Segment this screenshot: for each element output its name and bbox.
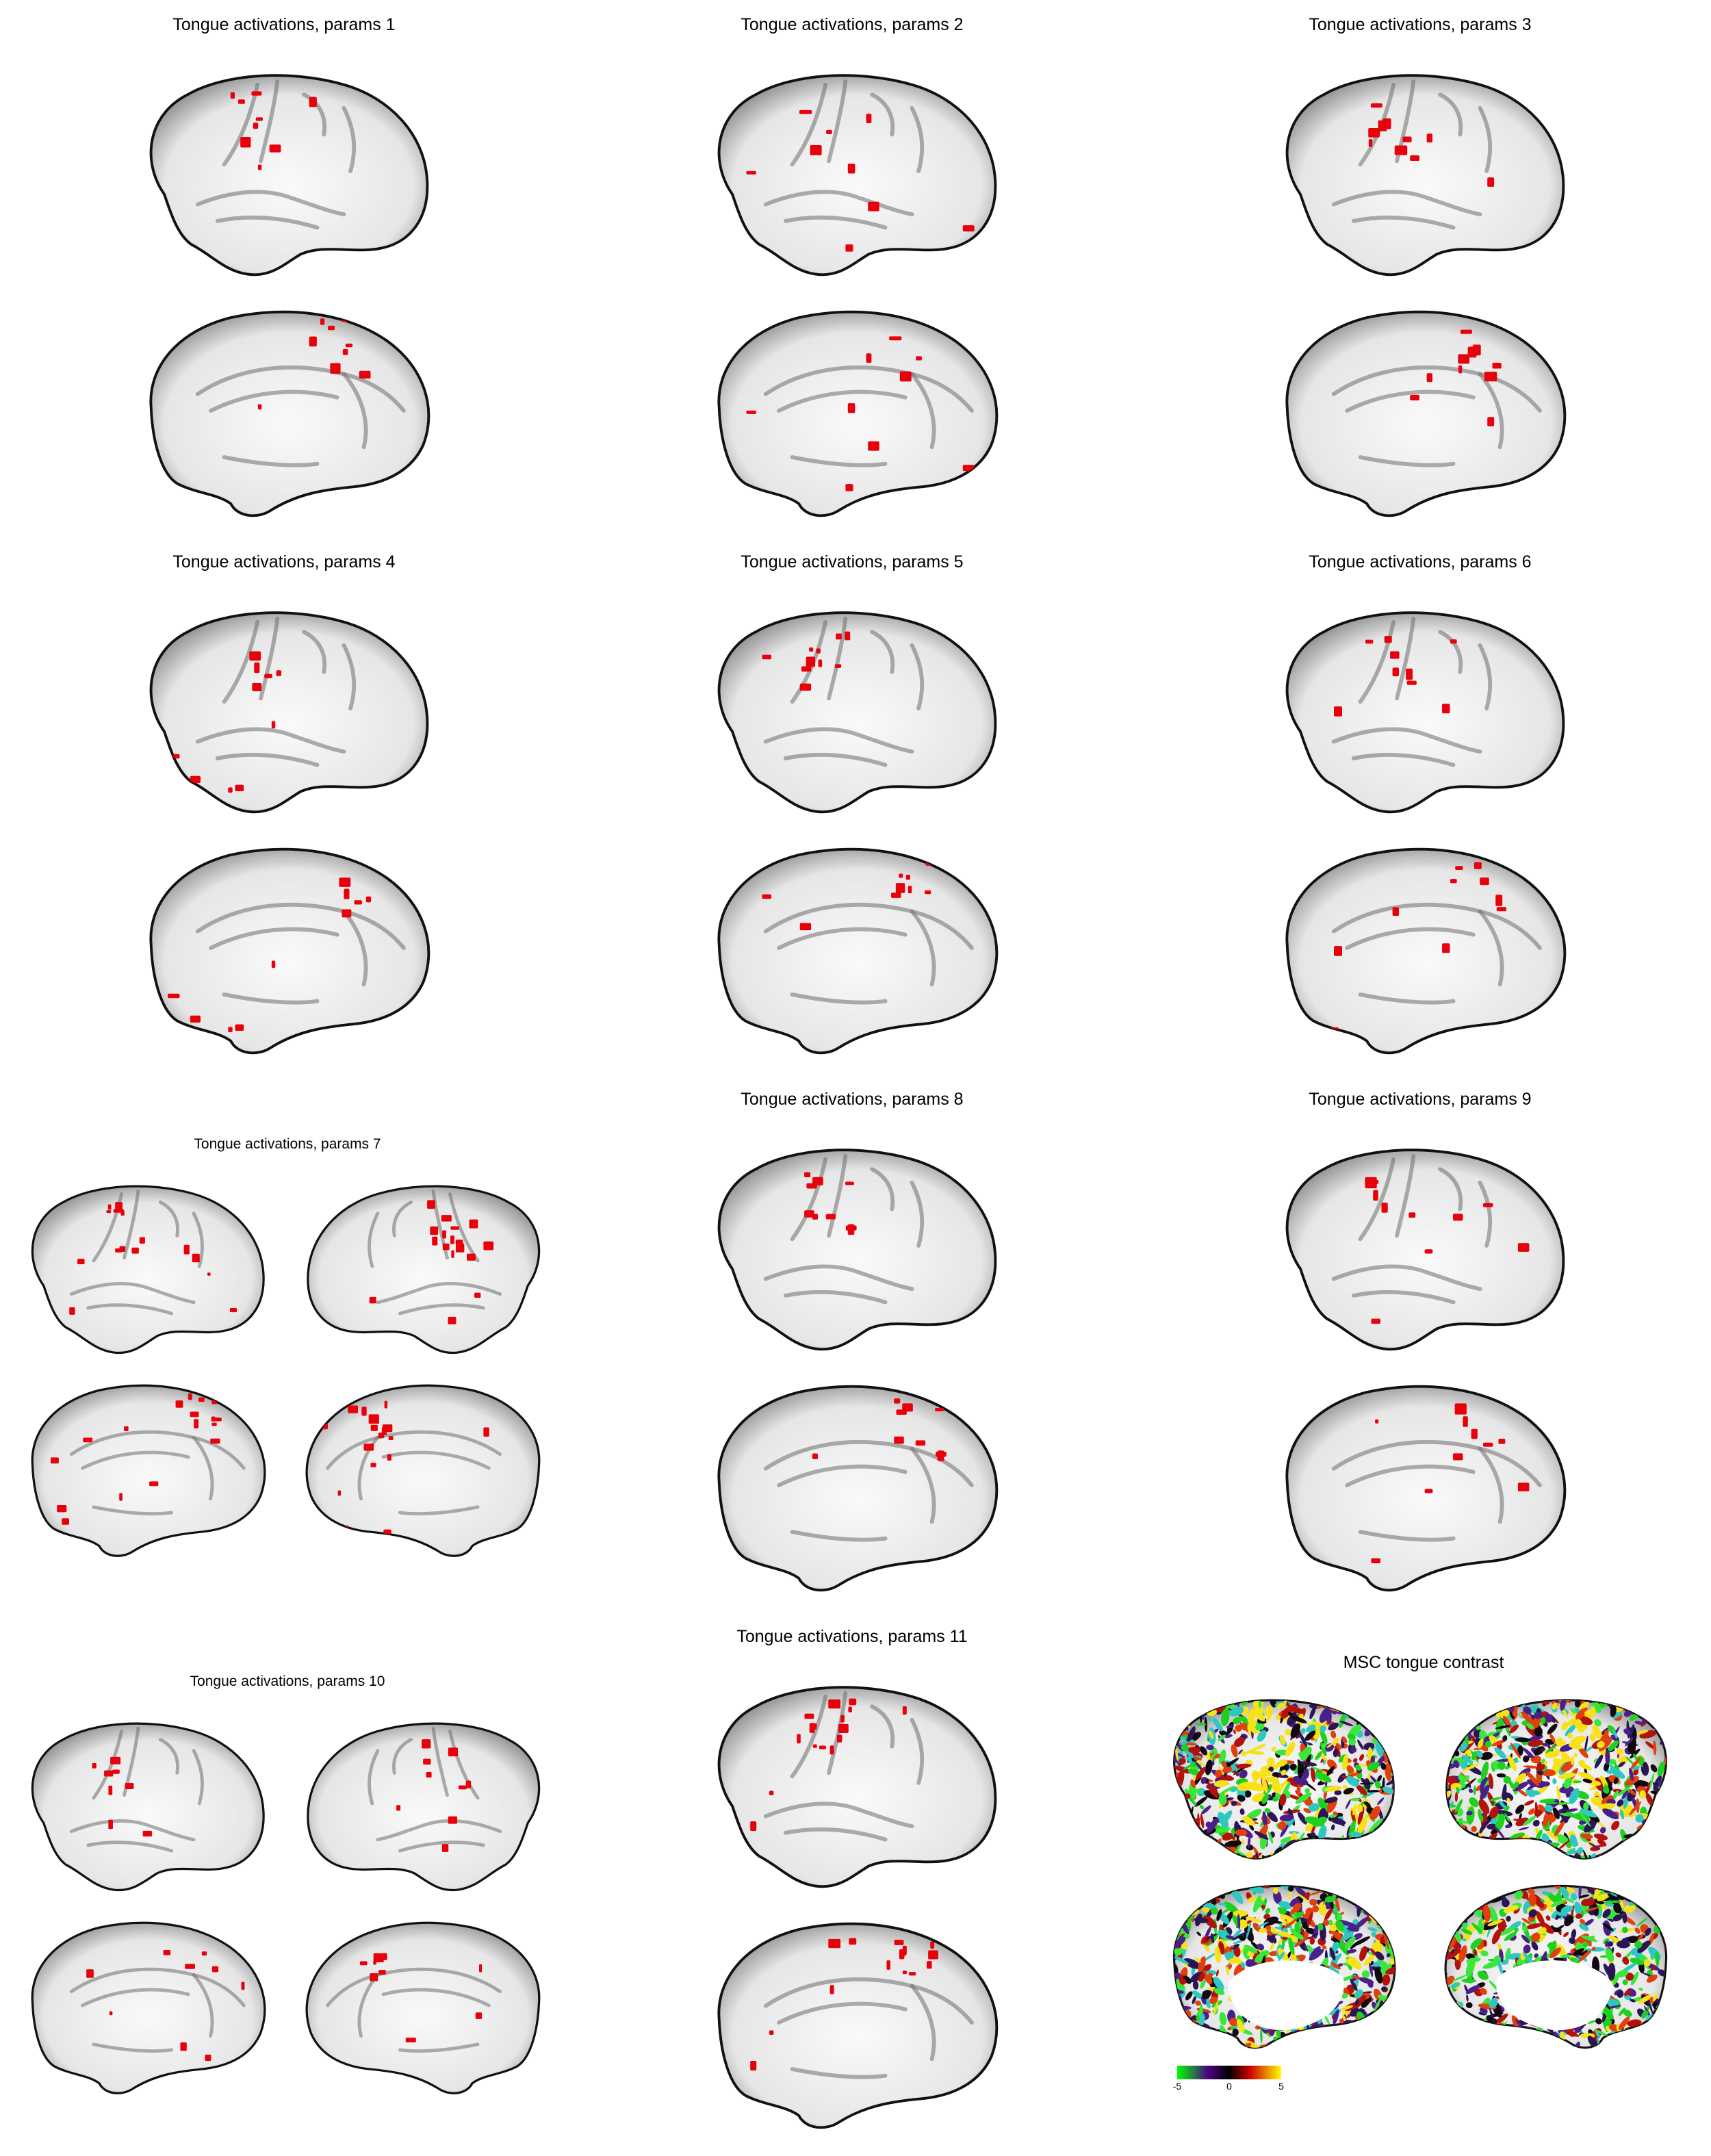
right-lateral-brain-view [307, 1722, 541, 1892]
left-medial-brain-view [31, 1921, 266, 2094]
lateral-brain-view [1285, 611, 1565, 814]
medial-brain-view [1285, 1385, 1567, 1592]
medial-brain-view [717, 847, 999, 1055]
panel-params-1: Tongue activations, params 1 [116, 0, 452, 541]
medial-brain-view [1285, 847, 1567, 1055]
panel-title: Tongue activations, params 7 [194, 1136, 381, 1152]
panel-title: MSC tongue contrast [1343, 1653, 1504, 1672]
left-lateral-brain-view [31, 1722, 265, 1892]
panel-title: Tongue activations, params 11 [736, 1627, 968, 1646]
panel-params-3: Tongue activations, params 3 [1252, 0, 1588, 541]
panel-params-7: Tongue activations, params 7 [7, 1075, 568, 1615]
panel-params-8: Tongue activations, params 8 [684, 1075, 1020, 1615]
medial-brain-view [717, 310, 999, 517]
panel-params-11: Tongue activations, params 11 [684, 1612, 1020, 2153]
colorbar-tick-min: -5 [1172, 2081, 1182, 2092]
panel-title: Tongue activations, params 8 [741, 1090, 964, 1109]
panel-title: Tongue activations, params 6 [1309, 552, 1532, 572]
lateral-brain-view [717, 1148, 997, 1351]
panel-title: Tongue activations, params 1 [172, 15, 396, 34]
colorbar-tick-max: 5 [1278, 2081, 1284, 2092]
panel-params-2: Tongue activations, params 2 [684, 0, 1020, 541]
msc-left-lateral-view [1173, 1699, 1395, 1860]
lateral-brain-view [1285, 1148, 1565, 1351]
lateral-brain-view [149, 74, 429, 277]
lateral-brain-view [149, 611, 429, 814]
lateral-brain-view [717, 1686, 997, 1888]
colorbar-tick-zero: 0 [1226, 2081, 1232, 2092]
panel-params-4: Tongue activations, params 4 [116, 537, 452, 1078]
lateral-brain-view [1285, 74, 1565, 277]
panel-title: Tongue activations, params 5 [741, 552, 964, 572]
panel-params-10: Tongue activations, params 10 [7, 1612, 568, 2153]
panel-title: Tongue activations, params 10 [190, 1673, 385, 1689]
lateral-brain-view [717, 611, 997, 814]
panel-msc-tongue-contrast: MSC tongue contrast -5 0 5 [1143, 1612, 1704, 2153]
msc-right-lateral-view [1445, 1699, 1667, 1860]
right-medial-brain-view [305, 1921, 541, 2094]
panel-params-9: Tongue activations, params 9 [1252, 1075, 1588, 1615]
panel-title: Tongue activations, params 3 [1309, 15, 1532, 34]
right-medial-brain-view [305, 1384, 541, 1557]
panel-title: Tongue activations, params 9 [1309, 1090, 1532, 1109]
lateral-brain-view [717, 74, 997, 277]
msc-left-medial-view [1172, 1884, 1396, 2049]
medial-brain-view [717, 1385, 999, 1592]
medial-brain-view [149, 847, 430, 1055]
left-medial-brain-view [31, 1384, 266, 1557]
colorbar: -5 0 5 [1173, 2066, 1284, 2100]
left-lateral-brain-view [31, 1185, 265, 1355]
colorbar-gradient [1177, 2066, 1281, 2079]
panel-params-5: Tongue activations, params 5 [684, 537, 1020, 1078]
medial-brain-view [1285, 310, 1567, 517]
panel-title: Tongue activations, params 2 [741, 15, 964, 34]
panel-title: Tongue activations, params 4 [172, 552, 396, 572]
panel-params-6: Tongue activations, params 6 [1252, 537, 1588, 1078]
msc-right-medial-view [1444, 1884, 1668, 2049]
right-lateral-brain-view [307, 1185, 541, 1355]
medial-brain-view [717, 1922, 999, 2129]
medial-brain-view [149, 310, 430, 517]
